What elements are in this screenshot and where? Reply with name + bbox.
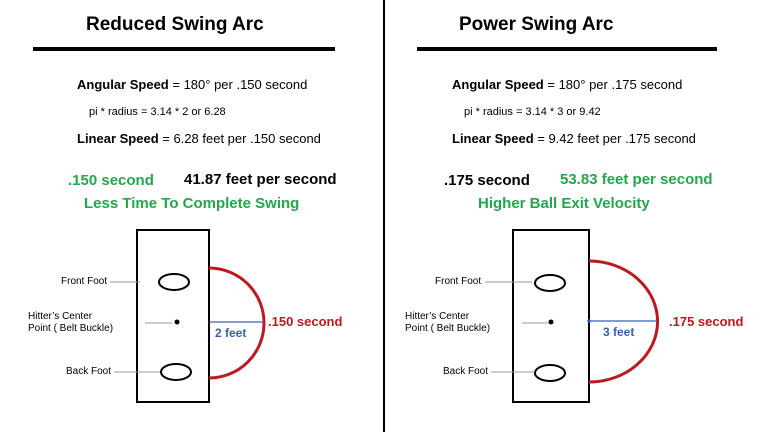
right-swing-arc bbox=[588, 259, 660, 384]
left-angular-label: Angular Speed bbox=[77, 77, 169, 92]
left-radius-label: 2 feet bbox=[215, 326, 247, 340]
left-body-box bbox=[136, 229, 210, 403]
right-center-label-2: Point ( Belt Buckle) bbox=[405, 323, 491, 334]
left-time: .150 second bbox=[68, 172, 154, 189]
right-center-point bbox=[548, 319, 554, 325]
left-back-foot bbox=[160, 363, 192, 381]
right-angular-speed: Angular Speed = 180° per .175 second bbox=[452, 77, 682, 92]
left-front-foot bbox=[158, 273, 190, 291]
right-angular-label: Angular Speed bbox=[452, 77, 544, 92]
left-linear-value: = 6.28 feet per .150 second bbox=[158, 131, 321, 146]
left-speed: 41.87 feet per second bbox=[184, 171, 337, 188]
right-swing-diagram bbox=[485, 229, 660, 403]
panel-divider bbox=[383, 0, 385, 432]
right-arc-time: .175 second bbox=[669, 314, 744, 329]
right-title-rule bbox=[417, 47, 717, 51]
reduced-swing-panel: Reduced Swing Arc Angular Speed = 180° p… bbox=[0, 0, 383, 432]
left-title: Reduced Swing Arc bbox=[86, 14, 264, 35]
left-arc-time: .150 second bbox=[268, 314, 343, 329]
left-tagline: Less Time To Complete Swing bbox=[84, 195, 300, 212]
right-body-box bbox=[512, 229, 590, 403]
right-angular-value: = 180° per .175 second bbox=[543, 77, 683, 92]
right-title: Power Swing Arc bbox=[459, 14, 614, 35]
right-back-foot-label: Back Foot bbox=[443, 366, 489, 377]
right-linear-label: Linear Speed bbox=[452, 131, 534, 146]
left-front-foot-label: Front Foot bbox=[61, 276, 108, 287]
left-angular-value: = 180° per .150 second bbox=[168, 77, 308, 92]
right-pi-line: pi * radius = 3.14 * 3 or 9.42 bbox=[464, 106, 601, 118]
left-center-point bbox=[174, 319, 180, 325]
left-swing-diagram bbox=[110, 229, 266, 403]
right-time: .175 second bbox=[444, 172, 530, 189]
right-linear-speed: Linear Speed = 9.42 feet per .175 second bbox=[452, 131, 696, 146]
left-center-label-2: Point ( Belt Buckle) bbox=[28, 323, 114, 334]
right-front-foot-label: Front Foot bbox=[435, 276, 482, 287]
left-linear-speed: Linear Speed = 6.28 feet per .150 second bbox=[77, 131, 321, 146]
left-swing-arc bbox=[208, 266, 266, 380]
left-back-foot-label: Back Foot bbox=[66, 366, 112, 377]
right-back-foot bbox=[534, 364, 566, 382]
right-center-label-1: Hitter’s Center bbox=[405, 311, 470, 322]
left-pi-line: pi * radius = 3.14 * 2 or 6.28 bbox=[89, 106, 226, 118]
right-tagline: Higher Ball Exit Velocity bbox=[478, 195, 650, 212]
power-swing-panel: Power Swing Arc Angular Speed = 180° per… bbox=[385, 0, 768, 432]
left-center-label-1: Hitter’s Center bbox=[28, 311, 93, 322]
right-radius-start-dot bbox=[587, 319, 591, 323]
right-front-foot bbox=[534, 274, 566, 292]
left-linear-label: Linear Speed bbox=[77, 131, 159, 146]
right-linear-value: = 9.42 feet per .175 second bbox=[533, 131, 696, 146]
right-radius-label: 3 feet bbox=[603, 325, 635, 339]
right-speed: 53.83 feet per second bbox=[560, 171, 713, 188]
left-title-rule bbox=[33, 47, 335, 51]
left-angular-speed: Angular Speed = 180° per .150 second bbox=[77, 77, 307, 92]
